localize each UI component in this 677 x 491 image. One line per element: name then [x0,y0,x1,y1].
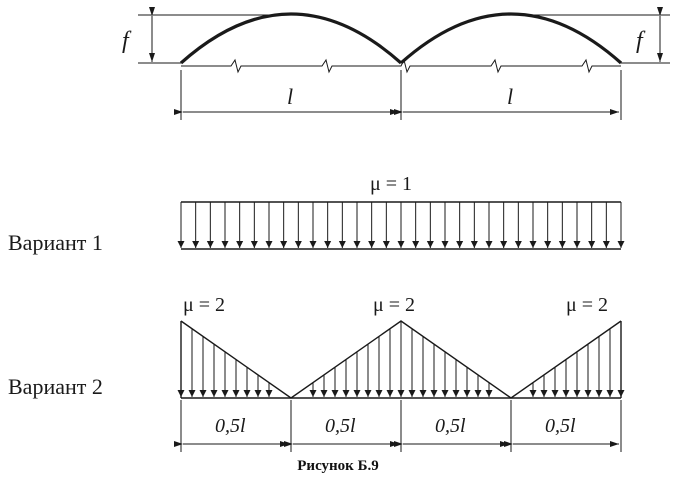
span-dimensions [174,70,622,120]
segment-label-4: 0,5l [545,415,576,437]
variant1-mu-label: μ = 1 [370,173,412,195]
variant2-triangular-load [177,320,625,399]
variant2-mu-label-middle: μ = 2 [373,294,415,316]
chord-line [181,58,621,74]
span-label-left: l [287,84,293,109]
roof-profile [179,12,623,74]
segment-dimensions [174,400,622,452]
variant1-label: Вариант 1 [8,230,103,255]
rise-dimension-right [510,7,670,64]
variant2-mu-label-left: μ = 2 [183,294,225,316]
left-arch [179,12,403,65]
figure-caption: Рисунок Б.9 [297,458,378,474]
variant2-label: Вариант 2 [8,374,103,399]
span-label-right: l [507,84,513,109]
rise-label-left: f [122,28,132,54]
segment-label-1: 0,5l [215,415,246,437]
variant1-uniform-load [177,201,625,250]
rise-dimension-left [138,7,300,64]
rise-label-right: f [636,28,646,54]
segment-label-3: 0,5l [435,415,466,437]
segment-label-2: 0,5l [325,415,356,437]
variant2-mu-label-right: μ = 2 [566,294,608,316]
right-arch [399,12,623,65]
